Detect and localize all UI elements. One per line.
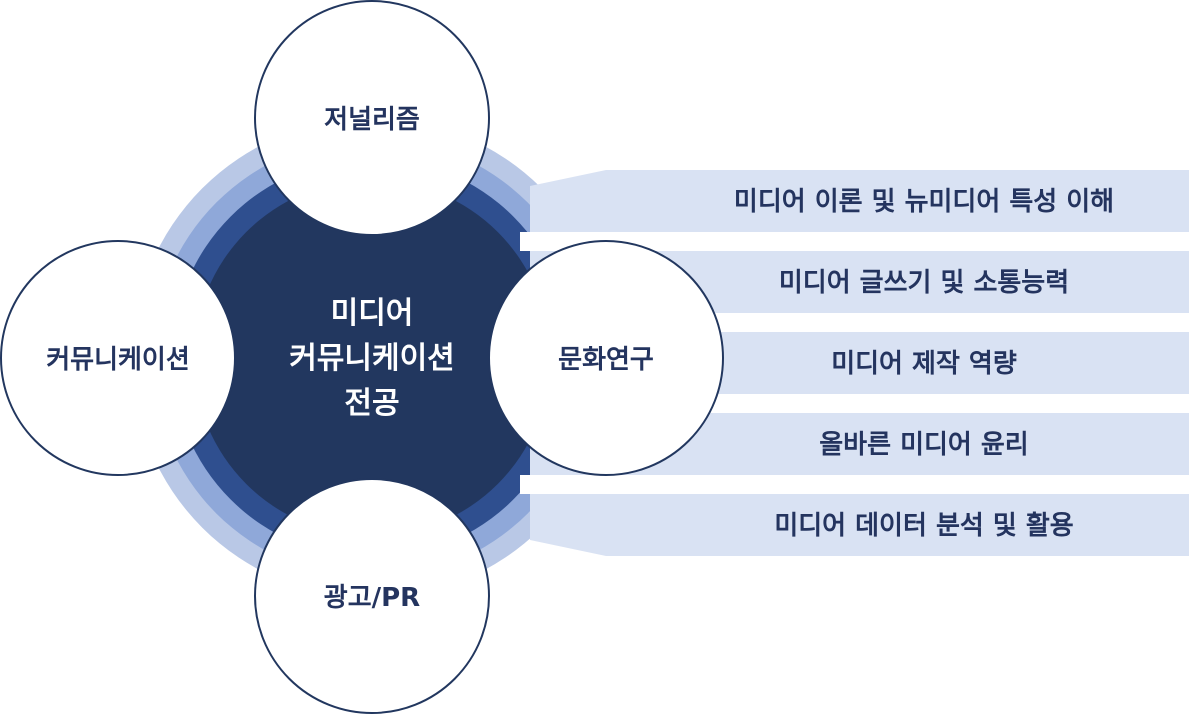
core-circle bbox=[194, 180, 550, 536]
node-right: 문화연구 bbox=[488, 240, 724, 476]
competency-label-2: 미디어 글쓰기 및 소통능력 bbox=[779, 268, 1069, 298]
center-title-line1: 미디어 bbox=[331, 296, 414, 331]
node-top-label: 저널리즘 bbox=[324, 105, 420, 135]
bar-gap-4 bbox=[520, 475, 610, 494]
node-bottom-label: 광고/PR bbox=[324, 583, 420, 613]
competency-label-4: 올바른 미디어 윤리 bbox=[819, 430, 1028, 460]
node-bottom: 광고/PR bbox=[254, 478, 490, 714]
competency-label-1: 미디어 이론 및 뉴미디어 특성 이해 bbox=[734, 187, 1114, 217]
node-left-label: 커뮤니케이션 bbox=[46, 345, 190, 375]
node-left: 커뮤니케이션 bbox=[0, 240, 236, 476]
competency-bar-5 bbox=[606, 494, 1189, 556]
node-top: 저널리즘 bbox=[254, 0, 490, 236]
competency-label-5: 미디어 데이터 분석 및 활용 bbox=[774, 511, 1073, 541]
center-title-line3: 전공 bbox=[344, 386, 399, 421]
competency-bar-1 bbox=[606, 170, 1189, 232]
center-title-line2: 커뮤니케이션 bbox=[289, 341, 455, 376]
competency-label-3: 미디어 제작 역량 bbox=[831, 349, 1017, 379]
node-right-label: 문화연구 bbox=[558, 345, 654, 375]
